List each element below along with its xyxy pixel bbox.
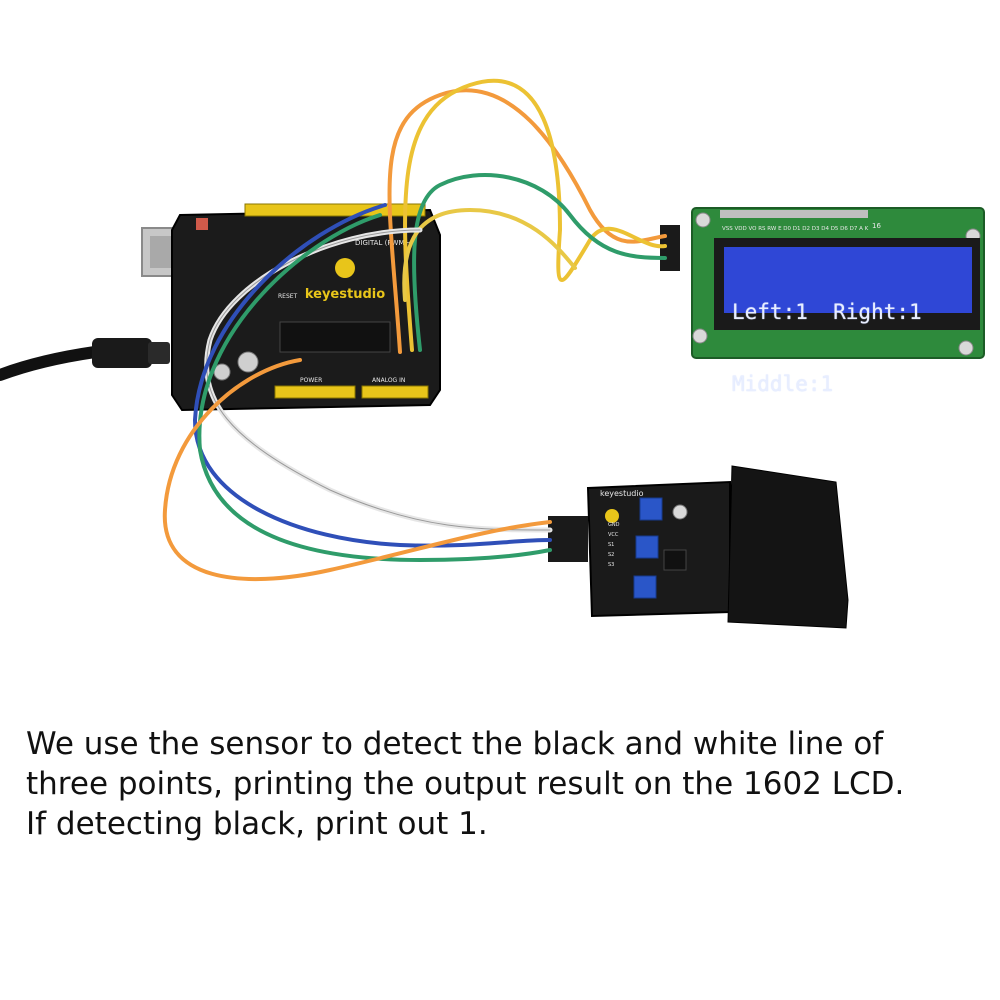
board-analog-label: ANALOG IN [372, 377, 405, 384]
black-tape [727, 465, 849, 629]
jumper-wires [162, 78, 667, 582]
board-reset-label: RESET [278, 293, 298, 300]
lcd-line-1: Left:1 Right:1 [732, 300, 922, 324]
digital-header [244, 203, 426, 217]
lcd-screen [724, 247, 972, 313]
potentiometer-2 [635, 535, 659, 559]
board-power-label: POWER [300, 377, 322, 384]
sensor-pin-label: GND [608, 522, 620, 528]
lcd-pin-number-label: 16 [872, 222, 881, 230]
sensor-pin-label: S2 [608, 552, 614, 558]
potentiometer-1 [639, 497, 663, 521]
analog-header [361, 385, 429, 399]
line-tracking-sensor: keyestudio GND VCC S1 S2 S3 [548, 465, 849, 629]
sensor-pin-label: S3 [608, 562, 614, 568]
lcd-module: VSS VDD VO RS RW E D0 D1 D2 D3 D4 D5 D6 … [660, 207, 985, 359]
lcd-header-pins-label: VSS VDD VO RS RW E D0 D1 D2 D3 D4 D5 D6 … [722, 226, 869, 232]
lcd-line-2: Middle:1 [732, 372, 834, 396]
caption-line-2: three points, printing the output result… [26, 766, 905, 802]
potentiometer-3 [633, 575, 657, 599]
arduino-board: keyestudio DIGITAL (PWM~) RESET POWER AN… [171, 203, 441, 412]
reset-button [196, 218, 208, 230]
sensor-pin-label: VCC [608, 532, 619, 538]
caption: We use the sensor to detect the black an… [26, 724, 976, 844]
microcontroller-chip [279, 321, 391, 353]
sensor-pin-label: S1 [608, 542, 614, 548]
power-header [274, 385, 356, 399]
lcd-pin-header [720, 210, 868, 218]
board-brand-text: keyestudio [305, 287, 385, 302]
lcd-display-text: Left:1 Right:1 Middle:1 [732, 252, 968, 396]
circuit-photo: keyestudio DIGITAL (PWM~) RESET POWER AN… [0, 78, 985, 629]
caption-line-1: We use the sensor to detect the black an… [26, 726, 884, 762]
keyestudio-logo: keyestudio [305, 258, 385, 302]
sensor-pin-labels: GND VCC S1 S2 S3 [608, 522, 620, 568]
sensor-brand-text: keyestudio [600, 489, 644, 498]
caption-line-3: If detecting black, print out 1. [26, 806, 488, 842]
board-digital-label: DIGITAL (PWM~) [355, 239, 413, 247]
power-cable [0, 338, 170, 381]
